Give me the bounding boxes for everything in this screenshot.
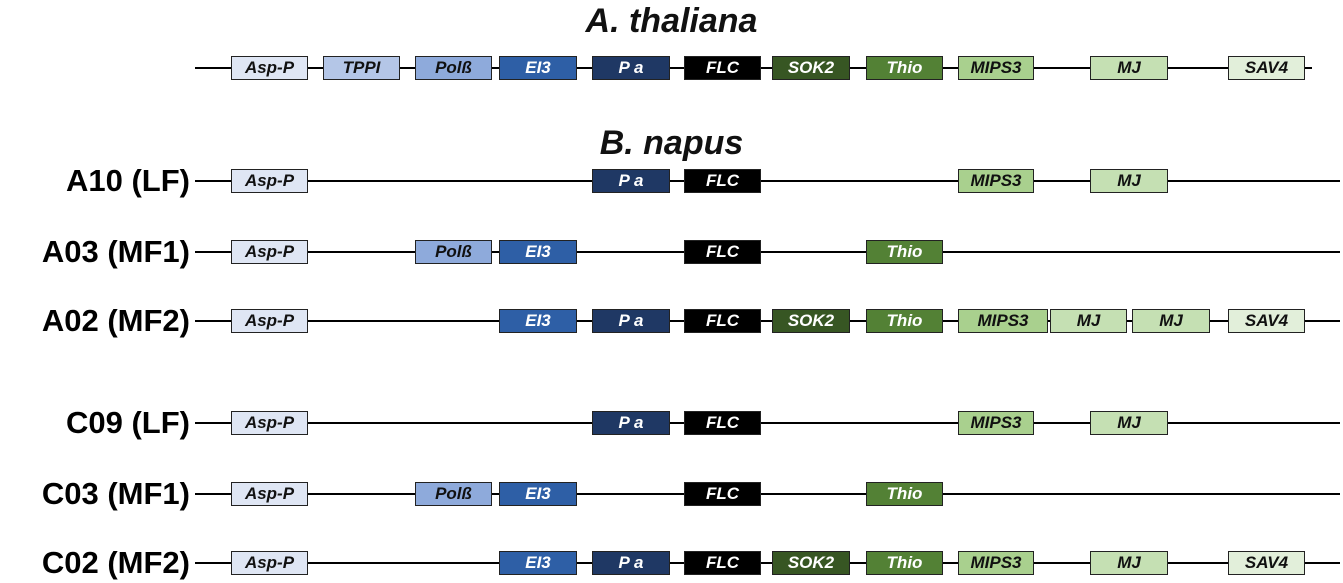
gene-box-sav4: SAV4 (1228, 56, 1305, 80)
gene-box-thio: Thio (866, 240, 943, 264)
title-a-thaliana: A. thaliana (585, 2, 758, 40)
gene-box-p-a: P a (592, 309, 670, 333)
gene-box-p-a: P a (592, 411, 670, 435)
gene-box-thio: Thio (866, 482, 943, 506)
gene-box-asp-p: Asp-P (231, 240, 308, 264)
gene-box-mj: MJ (1090, 169, 1168, 193)
gene-box-flc: FLC (684, 411, 761, 435)
chromosome-line (195, 422, 1340, 424)
gene-box-mj: MJ (1090, 411, 1168, 435)
gene-box-mj: MJ (1132, 309, 1210, 333)
gene-box-flc: FLC (684, 169, 761, 193)
title-b-napus: B. napus (599, 124, 744, 162)
gene-box-mj: MJ (1090, 551, 1168, 575)
gene-box-asp-p: Asp-P (231, 411, 308, 435)
chromosome-line (195, 320, 1340, 322)
gene-box-sok2: SOK2 (772, 309, 850, 333)
gene-box-asp-p: Asp-P (231, 309, 308, 333)
gene-box-mips3: MIPS3 (958, 309, 1048, 333)
gene-box-flc: FLC (684, 56, 761, 80)
gene-box-asp-p: Asp-P (231, 551, 308, 575)
chromosome-line (195, 493, 1340, 495)
chromosome-line (195, 251, 1340, 253)
gene-box-sav4: SAV4 (1228, 551, 1305, 575)
gene-box-ei3: EI3 (499, 56, 577, 80)
gene-box-mips3: MIPS3 (958, 411, 1034, 435)
gene-box-polss: Polß (415, 482, 492, 506)
gene-box-mj: MJ (1090, 56, 1168, 80)
track-label-c02-mf2: C02 (MF2) (41, 545, 190, 580)
gene-box-sok2: SOK2 (772, 551, 850, 575)
gene-box-flc: FLC (684, 551, 761, 575)
chromosome-line (195, 562, 1340, 564)
gene-box-asp-p: Asp-P (231, 482, 308, 506)
gene-box-mips3: MIPS3 (958, 551, 1034, 575)
gene-box-ei3: EI3 (499, 482, 577, 506)
gene-box-tppi: TPPI (323, 56, 400, 80)
gene-box-asp-p: Asp-P (231, 169, 308, 193)
gene-box-asp-p: Asp-P (231, 56, 308, 80)
track-label-c09-lf: C09 (LF) (66, 405, 190, 440)
track-label-a03-mf1: A03 (MF1) (41, 234, 190, 269)
track-label-a10-lf: A10 (LF) (66, 163, 190, 198)
gene-box-thio: Thio (866, 309, 943, 333)
gene-box-thio: Thio (866, 551, 943, 575)
track-label-a02-mf2: A02 (MF2) (41, 303, 190, 338)
gene-box-flc: FLC (684, 309, 761, 333)
gene-box-mj: MJ (1050, 309, 1127, 333)
gene-box-thio: Thio (866, 56, 943, 80)
gene-box-ei3: EI3 (499, 551, 577, 575)
gene-box-polss: Polß (415, 240, 492, 264)
gene-box-p-a: P a (592, 169, 670, 193)
gene-box-mips3: MIPS3 (958, 56, 1034, 80)
gene-box-polss: Polß (415, 56, 492, 80)
chromosome-line (195, 180, 1340, 182)
gene-box-ei3: EI3 (499, 309, 577, 333)
gene-box-sav4: SAV4 (1228, 309, 1305, 333)
gene-box-sok2: SOK2 (772, 56, 850, 80)
gene-box-ei3: EI3 (499, 240, 577, 264)
gene-box-flc: FLC (684, 482, 761, 506)
gene-box-p-a: P a (592, 56, 670, 80)
gene-box-mips3: MIPS3 (958, 169, 1034, 193)
gene-box-flc: FLC (684, 240, 761, 264)
gene-box-p-a: P a (592, 551, 670, 575)
track-label-c03-mf1: C03 (MF1) (41, 476, 190, 511)
